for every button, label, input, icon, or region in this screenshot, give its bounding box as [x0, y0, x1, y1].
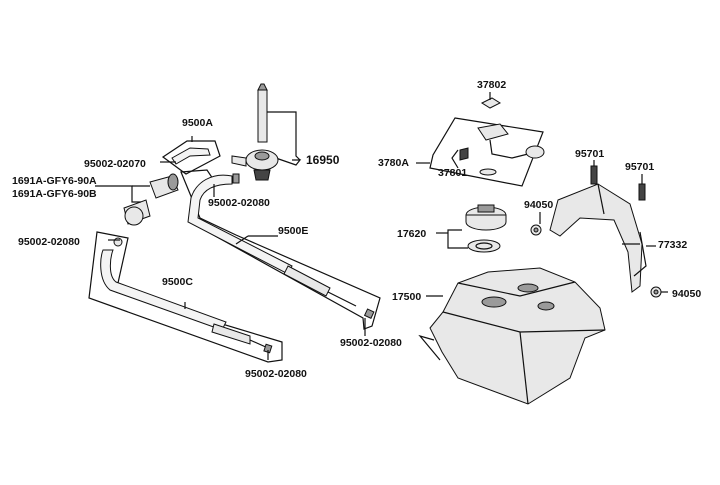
label-94050-left: 94050: [524, 199, 553, 211]
label-95701-right: 95701: [625, 161, 654, 173]
bolt-95701-right: [638, 183, 646, 201]
gasket-37801: [479, 168, 497, 176]
clamp-top: [232, 173, 240, 184]
fuel-unit-plate: [477, 123, 509, 141]
tank-bracket: [549, 183, 643, 293]
label-9500a: 9500A: [182, 117, 213, 129]
fuel-strainer-tube: [257, 89, 268, 143]
label-17500: 17500: [392, 291, 421, 303]
cap-gasket: [467, 239, 501, 253]
float: [525, 145, 545, 159]
tank-filler-neck: [481, 296, 507, 308]
label-37802: 37802: [477, 79, 506, 91]
tank-gauge-hole: [517, 283, 539, 293]
hose-9500c: [100, 249, 227, 331]
label-94050-right: 94050: [672, 288, 701, 300]
hose-9500c-fitting: [211, 323, 251, 345]
label-16950: 16950: [306, 153, 340, 167]
clamp-left: [113, 237, 123, 247]
filter-cap: [124, 206, 144, 226]
label-1691a-gfy6-90a: 1691A-GFY6-90A: [12, 175, 97, 187]
label-1691a-gfy6-90b: 1691A-GFY6-90B: [12, 188, 97, 200]
clamp-right: [363, 308, 375, 319]
label-95002-02080-right: 95002-02080: [340, 337, 402, 349]
clamp-bottom: [263, 343, 273, 354]
label-95701-left: 95701: [575, 148, 604, 160]
fuel-tank: [429, 267, 606, 405]
label-95002-02070: 95002-02070: [84, 158, 146, 170]
label-9500c: 9500C: [162, 276, 193, 288]
label-17620: 17620: [397, 228, 426, 240]
label-77332: 77332: [658, 239, 687, 251]
frame-9500a: [161, 140, 221, 175]
frame-3780a: [429, 117, 544, 187]
label-9500e: 9500E: [278, 225, 308, 237]
label-95002-02080-bottom: 95002-02080: [245, 368, 307, 380]
bolt-95701-left: [590, 165, 598, 185]
label-95002-02080-left: 95002-02080: [18, 236, 80, 248]
label-95002-02080-mid: 95002-02080: [208, 197, 270, 209]
frame-9500e: [180, 169, 381, 330]
gauge-cover-37802: [480, 97, 502, 109]
frame-9500c: [88, 231, 283, 363]
label-37801: 37801: [438, 167, 467, 179]
hose-9500e: [187, 174, 293, 275]
label-3780a: 3780A: [378, 157, 409, 169]
hose-9500e-fitting: [283, 265, 331, 297]
hose-9500a: [171, 147, 211, 165]
